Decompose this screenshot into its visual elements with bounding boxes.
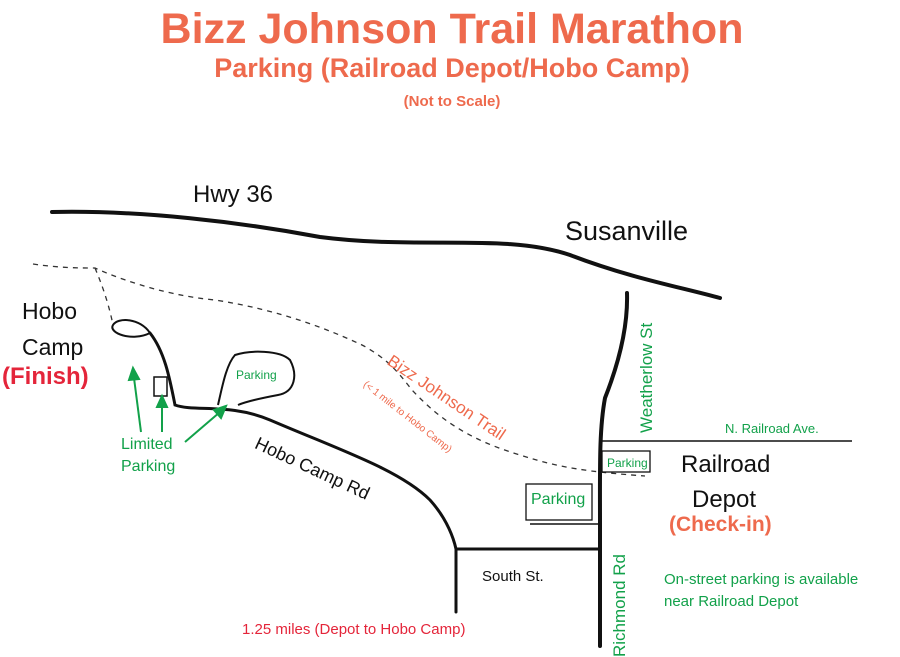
limited-parking-square [153,376,168,397]
susanville-label: Susanville [565,216,689,246]
weatherlow-richmond-road [597,291,630,648]
onstreet-parking-note-line1: On-street parking is available [664,571,859,588]
onstreet-parking-note-line2: near Railroad Depot [664,593,799,610]
hobo-camp-label-line1: Hobo [22,298,77,324]
distance-note: 1.25 miles (Depot to Hobo Camp) [242,621,466,638]
hobo-camp-loop [111,319,151,338]
railroad-depot-label-line1: Railroad [681,451,771,478]
map-title: Bizz Johnson Trail Marathon [160,5,744,53]
hwy-36-label: Hwy 36 [193,181,274,208]
limited-parking-label-line2: Parking [121,458,176,475]
hobo-camp-road [148,331,458,614]
depot-small-parking-label: Parking [607,456,648,470]
map-subtitle: Parking (Railroad Depot/Hobo Camp) [214,53,690,83]
limited-parking-arrow-left [133,377,142,433]
bizz-johnson-trail-path [32,263,646,477]
hobo-parking-lot-label: Parking [236,368,277,382]
depot-small-parking-box [601,450,651,473]
depot-large-parking-label: Parking [531,491,586,508]
hobo-camp-label-line2: Camp [22,334,84,360]
railroad-depot-label-line2: Depot [692,486,757,513]
hobo-parking-lot-outline [217,350,296,406]
limited-parking-arrow-right [184,411,221,443]
limited-parking-label-line1: Limited [121,436,173,453]
checkin-label: (Check-in) [669,513,772,536]
railroad-ave-label: N. Railroad Ave. [725,421,819,436]
weatherlow-st-label: Weatherlow St [637,322,656,433]
hwy-36-road [50,209,722,300]
richmond-rd-label: Richmond Rd [610,554,629,657]
south-st-label: South St. [482,568,544,585]
depot-large-parking-box [525,483,593,521]
finish-label: (Finish) [2,363,89,390]
trail-spur [94,267,114,326]
scale-note: (Not to Scale) [403,93,501,110]
